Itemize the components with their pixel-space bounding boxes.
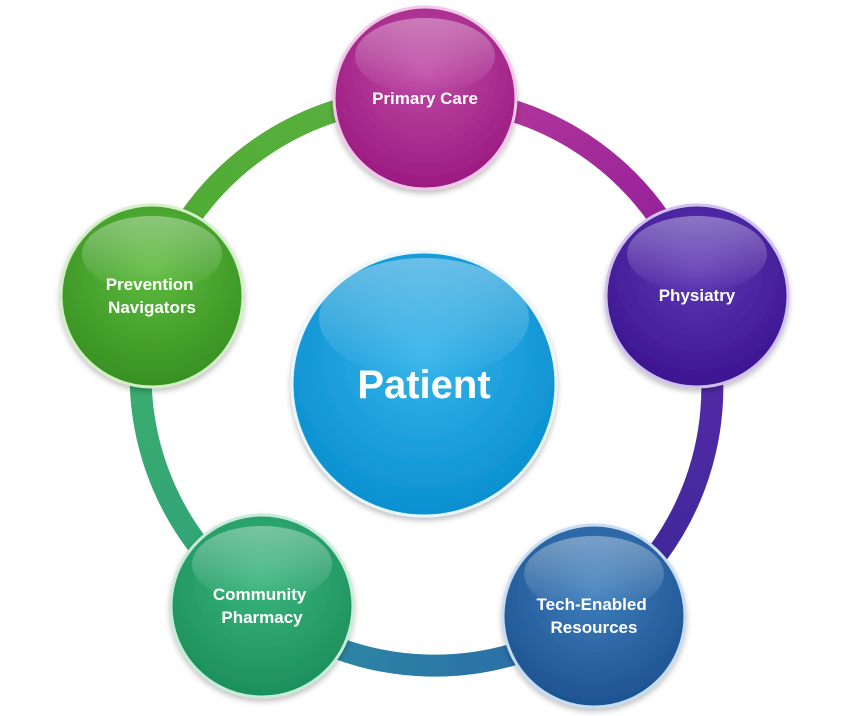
node-tech-enabled-resources: Tech-Enabled Resources [501, 523, 687, 709]
node-gloss-tech-enabled-resources [524, 536, 664, 612]
node-label-line: Prevention [106, 275, 194, 294]
node-label-line: Navigators [108, 298, 196, 317]
node-label-prevention-navigators: Prevention Navigators [106, 275, 199, 317]
node-label-line: Physiatry [659, 286, 736, 305]
node-community-pharmacy: Community Pharmacy [169, 513, 355, 699]
node-gloss-physiatry [627, 216, 767, 292]
center-gloss [319, 258, 529, 378]
node-gloss-prevention-navigators [82, 216, 222, 292]
node-label-line: Community [213, 585, 307, 604]
node-label-tech-enabled-resources: Tech-Enabled Resources [537, 595, 652, 637]
node-label-line: Tech-Enabled [537, 595, 647, 614]
node-physiatry: Physiatry [604, 203, 790, 389]
node-label-community-pharmacy: Community Pharmacy [213, 585, 311, 627]
node-label-line: Pharmacy [221, 608, 303, 627]
node-gloss-primary-care [355, 18, 495, 94]
node-label-line: Resources [551, 618, 638, 637]
node-label-primary-care: Primary Care [372, 89, 478, 108]
center-node: Patient [290, 250, 558, 518]
node-prevention-navigators: Prevention Navigators [59, 203, 245, 389]
node-primary-care: Primary Care [332, 5, 518, 191]
center-label: Patient [357, 363, 490, 407]
node-gloss-community-pharmacy [192, 526, 332, 602]
node-label-line: Primary Care [372, 89, 478, 108]
node-label-physiatry: Physiatry [659, 286, 736, 305]
